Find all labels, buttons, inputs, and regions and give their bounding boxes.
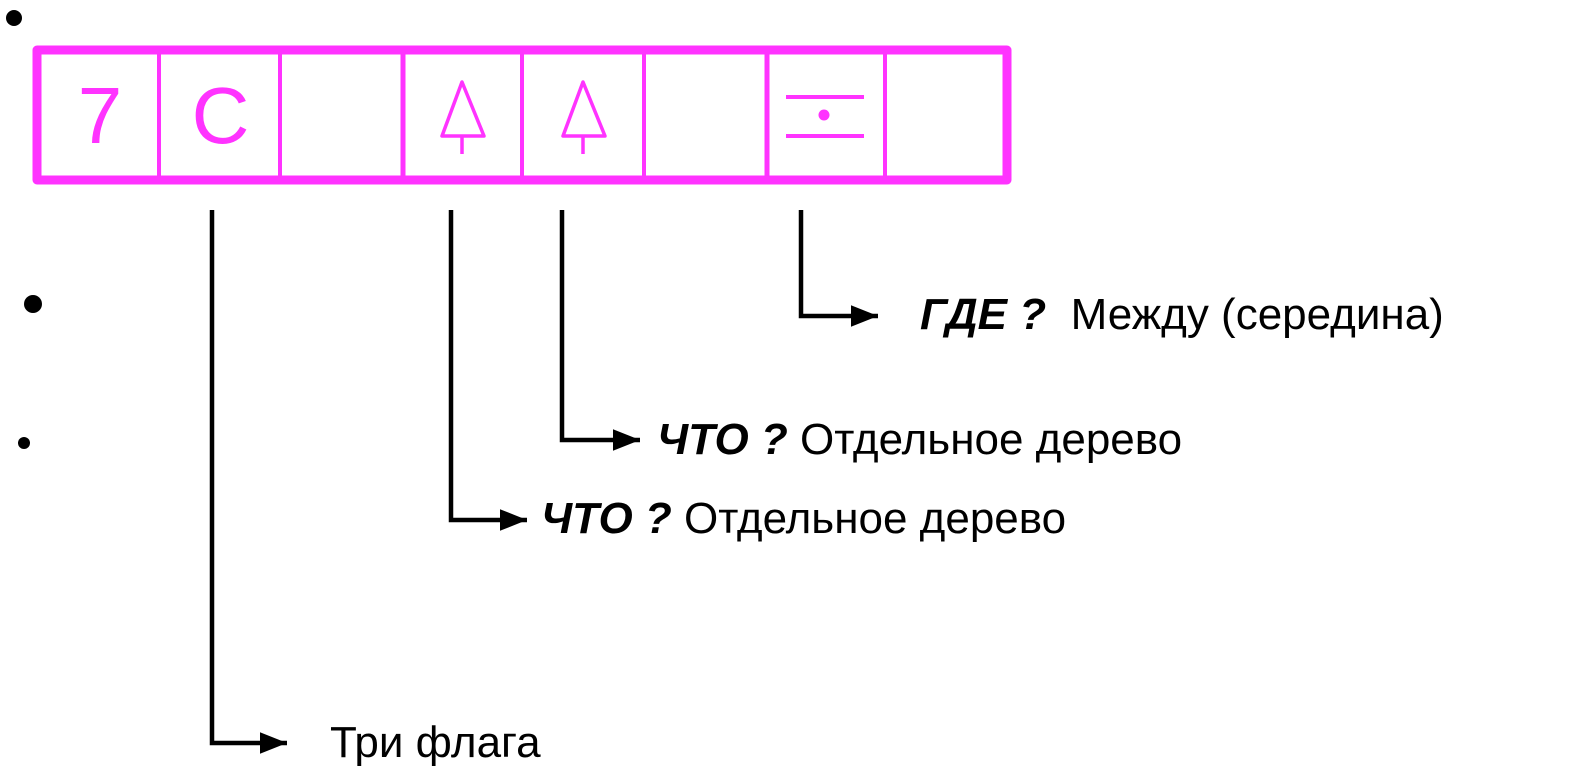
connector-what-1 [559,210,640,451]
between-middle-icon [786,95,864,138]
callout-what-1-question: ЧТО ? [657,415,788,464]
bullet-1 [6,10,22,26]
callout-where-question: ГДЕ ? [920,290,1047,339]
callout-flags: Три флага [330,721,541,765]
symbol-frame [32,45,1012,185]
callout-flags-text: Три флага [330,718,541,767]
connectors [209,210,878,754]
connector-flags [209,210,287,754]
bullet-3 [18,437,30,449]
connector-what-2 [448,210,527,531]
tree-icon [440,80,486,154]
callout-what-1-text: Отдельное дерево [800,415,1183,464]
cell-dividers [157,52,887,178]
cell-number: 7 [77,71,123,160]
callout-what-1: ЧТО ? Отдельное дерево [657,418,1182,462]
bullet-2 [24,295,42,313]
tree-icon [561,80,607,154]
connector-where [798,210,878,327]
callout-where: ГДЕ ? Между (середина) [920,293,1444,337]
callout-what-2-question: ЧТО ? [541,494,672,543]
cell-letter: C [191,71,250,160]
callout-what-2: ЧТО ? Отдельное дерево [541,497,1066,541]
callout-what-2-text: Отдельное дерево [684,494,1067,543]
callout-where-text: Между (середина) [1070,290,1444,339]
